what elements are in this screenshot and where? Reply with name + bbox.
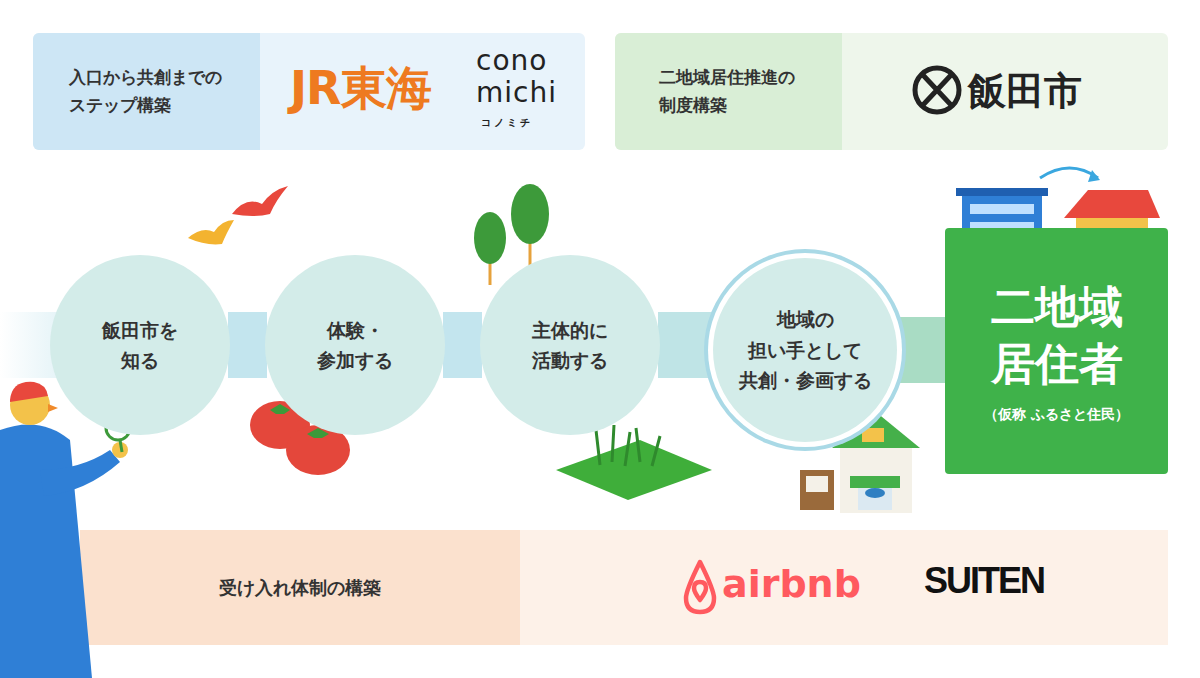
- stage-circle: 地域の 担い手として 共創・参画する: [713, 258, 897, 442]
- panel-bg: [33, 33, 585, 150]
- stage-circle: 飯田市を 知る: [50, 255, 230, 435]
- stage-circle: 主体的に 活動する: [480, 255, 660, 435]
- conomichi-logo: cono: [476, 44, 547, 77]
- circle-text: 地域の 担い手として 共創・参画する: [737, 304, 873, 395]
- airbnb-logo: airbnb: [722, 562, 861, 606]
- flow-band: [658, 345, 715, 346]
- flow-band: [443, 345, 482, 346]
- stage-circle: 体験・ 参加する: [265, 255, 445, 435]
- panel-bg: [33, 33, 260, 150]
- circle-text: 体験・ 参加する: [316, 315, 395, 376]
- airbnb-mark: [686, 562, 714, 612]
- conomichi-logo: michi: [476, 76, 557, 109]
- suiten-logo: SUITEN: [924, 560, 1044, 602]
- panel-text: 受け入れ体制の構築: [218, 576, 383, 600]
- panel-bg: [80, 530, 1168, 645]
- circle-text: 主体的に 活動する: [531, 315, 610, 376]
- resident-box: 二地域 居住者 （仮称 ふるさと住民）: [945, 228, 1168, 474]
- box-title: 二地域 居住者: [989, 278, 1124, 392]
- panel-bg: [615, 33, 842, 150]
- bird: [188, 220, 234, 244]
- iida-logo: 飯田市: [968, 66, 1082, 117]
- panel-text: 二地域居住推進の 制度構築: [659, 64, 798, 118]
- panel-bg: [615, 33, 1168, 150]
- panel-text: 入口から共創までの ステップ構築: [69, 64, 225, 118]
- panel-bg: [80, 530, 520, 645]
- text-area: 受け入れ体制の構築: [80, 530, 520, 645]
- flow-band: [895, 350, 947, 351]
- policy-panel: 二地域居住推進の 制度構築: [615, 33, 1168, 150]
- text-area: 二地域居住推進の 制度構築: [615, 33, 842, 150]
- jr-logo: JR東海: [290, 58, 431, 120]
- box-subtitle: （仮称 ふるさと住民）: [984, 406, 1129, 424]
- circle-text: 飯田市を 知る: [101, 315, 180, 376]
- iida-logo-mark: [915, 68, 959, 112]
- grass: [556, 425, 712, 500]
- conomichi-kana: コノミチ: [481, 116, 533, 130]
- flow-band: [228, 345, 267, 346]
- bird: [232, 186, 288, 216]
- text-area: 入口から共創までの ステップ構築: [33, 33, 260, 150]
